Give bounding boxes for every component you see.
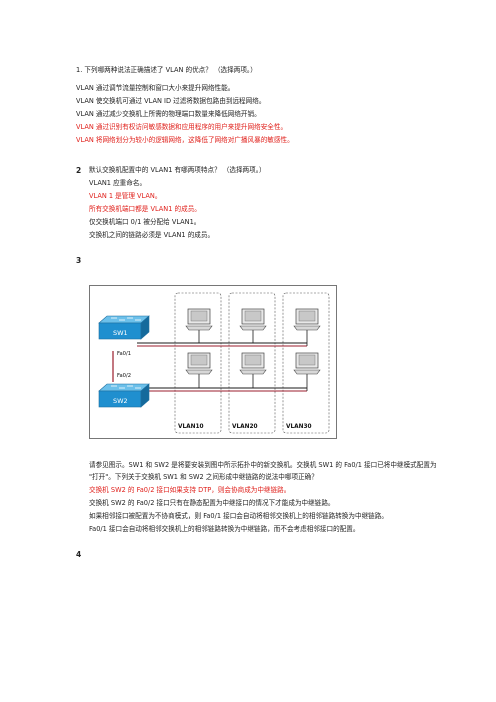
question-1-text: 1. 下列哪两种说法正确描述了 VLAN 的优点？ （选择两项。）	[76, 66, 257, 74]
pc-icon	[293, 308, 321, 331]
q1-option-2: VLAN 使交换机可通过 VLAN ID 过滤将数据包路由到远程网络。	[76, 97, 266, 105]
sw2-label: SW2	[113, 397, 128, 405]
switch-sw1-icon	[98, 315, 150, 340]
port-fa0-1-label: Fa0/1	[117, 351, 131, 357]
question-2-number: 2	[76, 166, 82, 175]
q2-option-1: VLAN1 应重命名。	[89, 179, 147, 187]
vlan-label-2: VLAN20	[232, 424, 258, 430]
question-2-text: 默认交换机配置中的 VLAN1 有哪两项特点？ （选择两项。）	[89, 166, 266, 174]
q2-option-2-correct: VLAN 1 是管理 VLAN。	[89, 192, 162, 200]
q3-option-3: 如果相邻接口被配置为不协商模式，则 Fa0/1 接口会自动将相邻交换机上的相邻链…	[89, 512, 388, 520]
q2-option-5: 交换机之间的链路必须是 VLAN1 的成员。	[89, 231, 215, 239]
sw1-label: SW1	[113, 329, 128, 337]
question-3-number: 3	[76, 256, 82, 265]
q3-option-2: 交换机 SW2 的 Fa0/2 接口只有在静态配置为中继接口的情况下才能成为中继…	[89, 499, 335, 507]
q2-option-4: 仅交换机端口 0/1 被分配给 VLAN1。	[89, 218, 201, 226]
question-4-number: 4	[76, 550, 82, 559]
pc-icon	[185, 352, 213, 375]
switch-sw2-icon	[98, 383, 150, 408]
port-fa0-2-label: Fa0/2	[117, 373, 131, 379]
pc-icon	[239, 352, 267, 375]
q1-option-3: VLAN 通过减少交换机上所需的物理端口数量来降低网络开销。	[76, 110, 261, 118]
q1-option-4-correct: VLAN 通过识别有权访问敏感数据和应用程序的用户来提升网络安全性。	[76, 123, 288, 131]
pc-icon	[185, 308, 213, 331]
q1-option-5-correct: VLAN 将网络划分为较小的逻辑网络，这降低了网络对广播风暴的敏感性。	[76, 136, 294, 144]
question-3-text-line-2: "打开"。下列关于交换机 SW1 和 SW2 之间形成中继链路的说法中哪项正确？	[89, 473, 318, 481]
question-3-text-line-1: 请参见图示。SW1 和 SW2 是将要安装到图中所示拓扑中的新交换机。交换机 S…	[89, 461, 437, 469]
network-topology-diagram: SW1 SW2 Fa0/1 Fa0/2 VLAN10 VLAN20 VLAN30	[89, 285, 337, 439]
vlan-label-1: VLAN10	[178, 424, 204, 430]
pc-icon	[239, 308, 267, 331]
q3-option-4: Fa0/1 接口会自动将相邻交换机上的相邻链路转换为中继链路，而不会考虑相邻接口…	[89, 525, 360, 533]
pc-icon	[293, 352, 321, 375]
q2-option-3-correct: 所有交换机端口都是 VLAN1 的成员。	[89, 205, 201, 213]
q3-option-1-correct: 交换机 SW2 的 Fa0/2 接口如果支持 DTP，则会协商成为中继链路。	[89, 486, 291, 494]
vlan-label-3: VLAN30	[286, 424, 312, 430]
q1-option-1: VLAN 通过调节流量控制和窗口大小来提升网络性能。	[76, 84, 235, 92]
